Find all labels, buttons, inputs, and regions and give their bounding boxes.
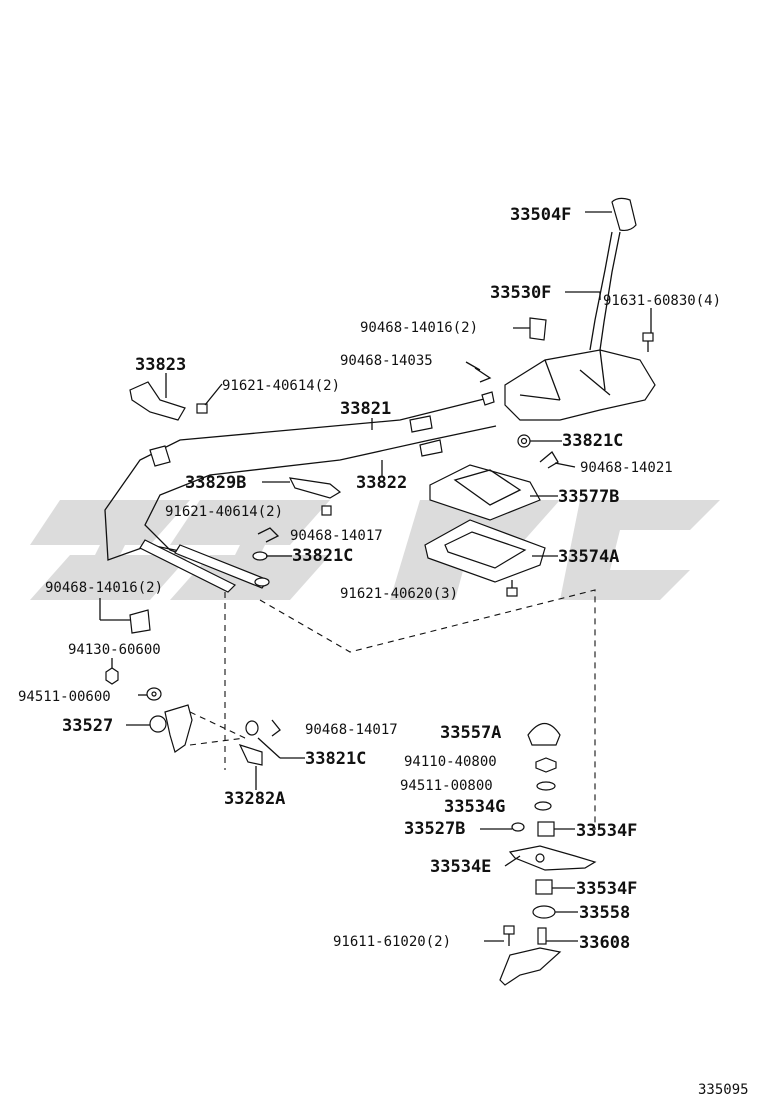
- label-91621-40614-b: 91621-40614(2): [165, 504, 283, 520]
- label-33823: 33823: [135, 355, 186, 375]
- clip-90468-14017-icon: [257, 527, 280, 543]
- clip-90468-14017-b-icon: [271, 719, 281, 737]
- part-labels: 33504F 33530F 91631-60830(4) 90468-14016…: [18, 205, 749, 1098]
- label-33534G: 33534G: [444, 797, 505, 817]
- shift-knob-33504F: [611, 197, 637, 232]
- washer-33821C-icon: [517, 434, 531, 448]
- label-91631-60830: 91631-60830(4): [603, 293, 721, 309]
- label-90468-14017-a: 90468-14017: [290, 528, 383, 544]
- nut-94110-40800-icon: [535, 757, 557, 773]
- label-33557A: 33557A: [440, 723, 501, 743]
- label-33821: 33821: [340, 399, 391, 419]
- washer-33534G-icon: [534, 801, 552, 811]
- label-91611-61020: 91611-61020(2): [333, 934, 451, 950]
- label-94110-40800: 94110-40800: [404, 754, 497, 770]
- bracket-33534E: [508, 845, 597, 871]
- label-33534E: 33534E: [430, 857, 491, 877]
- pin-33282A: [238, 744, 263, 766]
- label-33821C-a: 33821C: [562, 431, 623, 451]
- bolt-91621-40614-icon: [196, 403, 208, 414]
- clip-90468-14035-icon: [474, 367, 492, 383]
- clip-90468-14021-icon: [539, 451, 559, 469]
- bracket-33608: [499, 927, 562, 986]
- shift-lever-33530F: [589, 231, 621, 351]
- label-33282A: 33282A: [224, 789, 285, 809]
- bush-33557A: [527, 722, 561, 746]
- gasket-33574A: [424, 519, 546, 583]
- washer-33821C-c-icon: [245, 720, 259, 736]
- label-33821C-b: 33821C: [292, 546, 353, 566]
- washer-94511-00600-icon: [146, 687, 162, 701]
- label-33527B: 33527B: [404, 819, 465, 839]
- label-33527: 33527: [62, 716, 113, 736]
- plate-33577B: [429, 464, 541, 521]
- label-90468-14017-b: 90468-14017: [305, 722, 398, 738]
- bushing-33534F-icon: [537, 821, 555, 837]
- clip-90468-14016-left-icon: [129, 609, 151, 634]
- label-90468-14016-top: 90468-14016(2): [360, 320, 478, 336]
- washer-94511-00800-icon: [536, 781, 556, 791]
- bracket-33823: [129, 381, 186, 421]
- label-33822: 33822: [356, 473, 407, 493]
- label-94130-60600: 94130-60600: [68, 642, 161, 658]
- label-90468-14021: 90468-14021: [580, 460, 673, 476]
- label-90468-14035: 90468-14035: [340, 353, 433, 369]
- label-94511-00600: 94511-00600: [18, 689, 111, 705]
- reference-dashed-lines: [189, 589, 596, 830]
- label-33574A: 33574A: [558, 547, 619, 567]
- label-33530F: 33530F: [490, 283, 551, 303]
- clip-90468-14016-icon: [529, 317, 547, 341]
- label-33821C-c: 33821C: [305, 749, 366, 769]
- shift-lever-housing: [504, 349, 656, 421]
- bolt-91631-60830-icon: [642, 332, 654, 352]
- label-91621-40620: 91621-40620(3): [340, 586, 458, 602]
- bushing-33534F-b-icon: [535, 879, 553, 895]
- label-33504F: 33504F: [510, 205, 571, 225]
- watermark-logo: [30, 500, 720, 600]
- bolt-91611-61020-icon: [503, 925, 515, 946]
- label-90468-14016-left: 90468-14016(2): [45, 580, 163, 596]
- lever-33527: [149, 704, 193, 753]
- label-33534F-b: 33534F: [576, 879, 637, 899]
- bushing-33558-icon: [532, 905, 556, 919]
- label-91621-40614-a: 91621-40614(2): [222, 378, 340, 394]
- label-94511-00800: 94511-00800: [400, 778, 493, 794]
- washer-33821C-b-icon: [252, 551, 268, 561]
- bolt-91621-40620-icon: [506, 580, 518, 597]
- label-33577B: 33577B: [558, 487, 619, 507]
- diagram-id: 335095: [698, 1082, 749, 1098]
- label-33608: 33608: [579, 933, 630, 953]
- bracket-33829B: [288, 477, 342, 499]
- bolt-91621-40614-b-icon: [321, 505, 332, 516]
- label-33558: 33558: [579, 903, 630, 923]
- shift-cables: [104, 391, 497, 593]
- nut-94130-60600-icon: [105, 667, 119, 685]
- washer-33527B-icon: [511, 822, 525, 832]
- label-33829B: 33829B: [185, 473, 246, 493]
- label-33534F-a: 33534F: [576, 821, 637, 841]
- leader-lines: [99, 211, 652, 942]
